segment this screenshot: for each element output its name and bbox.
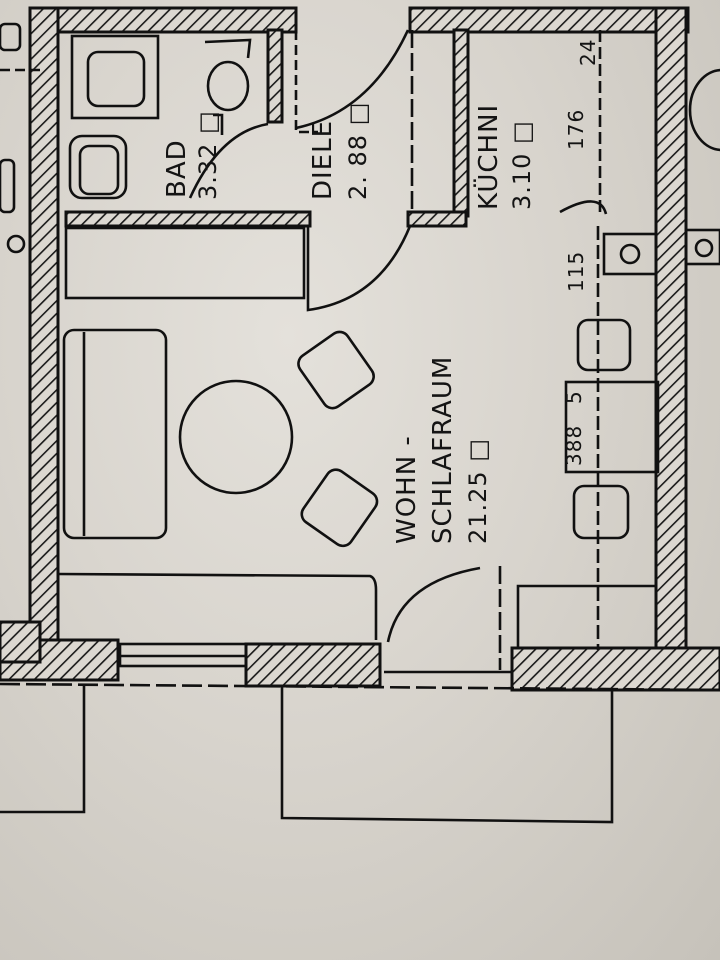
sofa-bed (62, 328, 168, 540)
room-area-diele: 2. 88 □ (344, 101, 372, 200)
room-area-kuechenische: 3.10 □ (508, 120, 536, 210)
dimension-176: 176 (564, 108, 588, 150)
stove-bottom (572, 484, 630, 540)
fixtures (0, 22, 720, 824)
dimension-388: 388 (562, 424, 586, 466)
toilet-tank (204, 38, 252, 59)
room-label-diele: DIELE (308, 119, 338, 200)
wall-right (654, 6, 688, 652)
balcony-left (0, 684, 86, 814)
kitchen-table (564, 380, 660, 474)
dresser (57, 572, 378, 640)
room-area-wohn: 21.25 □ (464, 437, 492, 544)
room-area-bad: 3.32 □ (194, 110, 222, 200)
room-label-wohn-line1: WOHN - (392, 435, 422, 544)
balcony-door-swing (386, 566, 481, 643)
toilet-bowl (206, 60, 250, 112)
neighbor-fixture (0, 22, 22, 52)
wall-top-right (408, 6, 690, 34)
stove-top (576, 318, 632, 372)
wall-hall-stub (406, 210, 468, 228)
chimney-flue (619, 243, 641, 265)
wall-kitchen-left (452, 28, 470, 218)
chimney (602, 232, 658, 276)
bath-door-swing (188, 122, 269, 199)
wall-bath-bottom (64, 210, 312, 228)
room-label-kuechenische: KÜCHNI (474, 103, 504, 210)
armchair-top (297, 330, 375, 410)
wardrobe (64, 226, 306, 300)
wall-bottom-mid (244, 642, 382, 688)
balcony-main (280, 686, 614, 824)
shower-tray (68, 134, 128, 200)
wall-stub-left (0, 620, 42, 664)
wall-bath-right (266, 28, 284, 124)
wall-top-left (44, 6, 298, 34)
armchair-bottom (300, 468, 379, 548)
bathtub-frame (70, 34, 160, 120)
living-door-swing (306, 225, 412, 312)
bathtub (86, 50, 146, 108)
hall-cabinet (294, 30, 318, 134)
bottom-cabinet (516, 584, 656, 648)
round-table (178, 379, 294, 495)
wall-bottom-right (510, 646, 720, 692)
hall-door-swing (295, 29, 410, 130)
dimension-24: 24 (576, 38, 600, 66)
room-label-bad: BAD (162, 139, 192, 198)
walls (0, 6, 720, 692)
dimension-5: 5 (562, 390, 586, 404)
room-label-wohn-line2: SCHLAFRAUM (428, 355, 458, 544)
wall-left (28, 6, 60, 650)
dimension-115: 115 (564, 250, 588, 292)
